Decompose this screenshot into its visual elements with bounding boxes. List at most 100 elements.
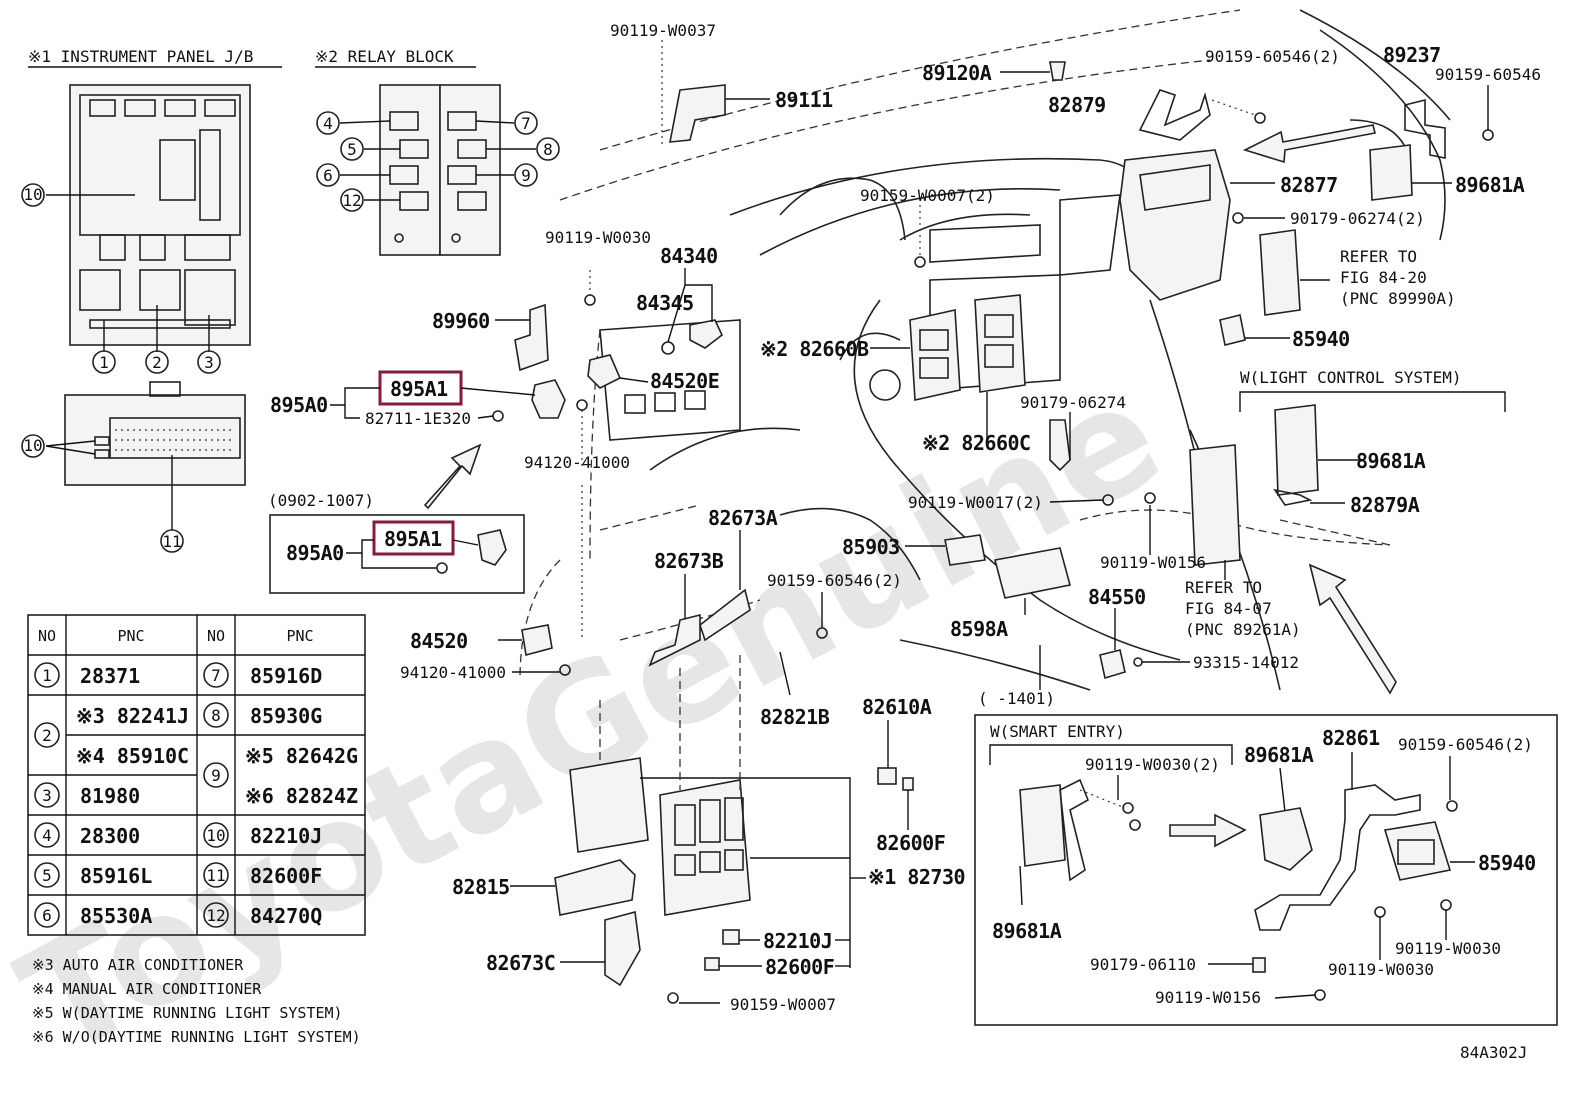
table-header-no-right: NO [207, 627, 225, 645]
svg-text:3: 3 [204, 353, 214, 372]
svg-text:11: 11 [162, 532, 181, 551]
label-90159-W0007-2: 90159-W0007(2) [860, 186, 995, 205]
part-82877-bracket [1119, 149, 1231, 301]
svg-text:※5 82642G: ※5 82642G [245, 744, 358, 768]
label-se-90159-60546-2: 90159-60546(2) [1398, 735, 1533, 754]
label-90159-60546-topright: 90159-60546 [1435, 65, 1541, 84]
label-82210J: 82210J [763, 929, 832, 953]
part-82673C [604, 910, 641, 987]
table-row: 9※5 82642G [203, 744, 358, 788]
instrument-panel-title: ※1 INSTRUMENT PANEL J/B [28, 47, 253, 66]
svg-text:※6 82824Z: ※6 82824Z [245, 784, 358, 808]
label-82660C: ※2 82660C [922, 431, 1031, 455]
label-89960: 89960 [432, 309, 490, 333]
part-84520 [521, 624, 553, 657]
label-82600F-a: 82600F [876, 831, 945, 855]
label-895A1: 895A1 [390, 377, 448, 401]
table-row: 8 85930G [203, 702, 322, 728]
label-se-90119-W0030-2: 90119-W0030(2) [1085, 755, 1220, 774]
svg-text:7: 7 [521, 114, 531, 133]
svg-text:8: 8 [211, 706, 221, 725]
refer-fig-84-20-line2: FIG 84-20 [1340, 268, 1427, 287]
label-82673A: 82673A [708, 506, 778, 530]
label-82600F-b: 82600F [765, 955, 834, 979]
label-93315-14012: 93315-14012 [1193, 653, 1299, 672]
refer-fig-84-07-line1: REFER TO [1185, 578, 1262, 597]
part-se-90179-06110 [1252, 957, 1266, 973]
label-se-90179-06110: 90179-06110 [1090, 955, 1196, 974]
svg-text:85930G: 85930G [250, 704, 322, 728]
label-82673B: 82673B [654, 549, 724, 573]
label-date-range: (0902-1007) [268, 491, 374, 510]
part-89120A [1049, 61, 1066, 81]
label-89681A-mid: 89681A [1356, 449, 1426, 473]
arrow-up-left [1308, 563, 1397, 695]
part-89960 [514, 303, 549, 372]
part-89681A-mid [1274, 404, 1319, 496]
part-85903 [944, 534, 986, 566]
svg-text:※4 85910C: ※4 85910C [76, 744, 189, 768]
dated-inset-box [269, 514, 525, 594]
part-89237 [1404, 98, 1446, 159]
label-94120-41000-b: 94120-41000 [400, 663, 506, 682]
instrument-panel-jb-illustration [69, 84, 251, 346]
figure-code: 84A302J [1460, 1043, 1527, 1062]
part-84340 [689, 319, 723, 349]
part-84345 [661, 341, 675, 355]
label-se-89681A-left: 89681A [992, 919, 1062, 943]
label-84520: 84520 [410, 629, 468, 653]
table-header-no-left: NO [38, 627, 56, 645]
part-82879A [1273, 488, 1313, 506]
label-8598A: 8598A [950, 617, 1008, 641]
table-header-pnc-right: PNC [286, 627, 313, 645]
refer-fig-84-20-line1: REFER TO [1340, 247, 1417, 266]
footnote-5: ※5 W(DAYTIME RUNNING LIGHT SYSTEM) [32, 1004, 343, 1022]
svg-text:7: 7 [211, 666, 221, 685]
label-90119-W0156-mid: 90119-W0156 [1100, 553, 1206, 572]
svg-text:4: 4 [323, 114, 333, 133]
svg-text:28371: 28371 [80, 664, 140, 688]
instrument-panel-jb-bottom-view [64, 381, 246, 486]
part-82660B [909, 309, 961, 401]
label-90159-W0007: 90159-W0007 [730, 995, 836, 1014]
label-84345: 84345 [636, 291, 694, 315]
pnc-table [27, 614, 366, 936]
part-ecu-refer-89261A [1189, 444, 1241, 566]
svg-text:6: 6 [42, 906, 52, 925]
label-84550: 84550 [1088, 585, 1146, 609]
footnote-4: ※4 MANUAL AIR CONDITIONER [32, 980, 262, 998]
dashboard-outline [519, 9, 1451, 691]
svg-text:82210J: 82210J [250, 824, 322, 848]
label-date-range-2: ( -1401) [978, 689, 1055, 708]
part-85940-top [1219, 314, 1246, 346]
refer-fig-84-20-line3: (PNC 89990A) [1340, 289, 1456, 308]
label-82821B: 82821B [760, 705, 830, 729]
label-82815: 82815 [452, 875, 510, 899]
svg-text:※3 82241J: ※3 82241J [76, 704, 189, 728]
smart-entry-title: W(SMART ENTRY) [990, 722, 1125, 741]
label-82877: 82877 [1280, 173, 1338, 197]
callout-8: 8 [536, 137, 560, 161]
label-90159-60546-2-top: 90159-60546(2) [1205, 47, 1340, 66]
label-94120-41000-a: 94120-41000 [524, 453, 630, 472]
label-895A0: 895A0 [270, 393, 328, 417]
part-895A1-inset-connector [477, 529, 507, 566]
svg-text:2: 2 [152, 353, 162, 372]
svg-text:4: 4 [42, 826, 52, 845]
svg-text:11: 11 [206, 866, 225, 885]
svg-text:12: 12 [206, 906, 225, 925]
callout-10-top: 10 [21, 183, 45, 207]
svg-text:10: 10 [206, 826, 225, 845]
label-90119-W0030-top: 90119-W0030 [545, 228, 651, 247]
arrow-up-right [423, 443, 482, 510]
part-82673B-bracket [648, 613, 701, 667]
svg-text:5: 5 [347, 140, 357, 159]
label-90119-W0017-2: 90119-W0017(2) [908, 493, 1043, 512]
label-se-89681A: 89681A [1244, 743, 1314, 767]
svg-text:1: 1 [99, 353, 109, 372]
label-se-90119-W0156: 90119-W0156 [1155, 988, 1261, 1007]
